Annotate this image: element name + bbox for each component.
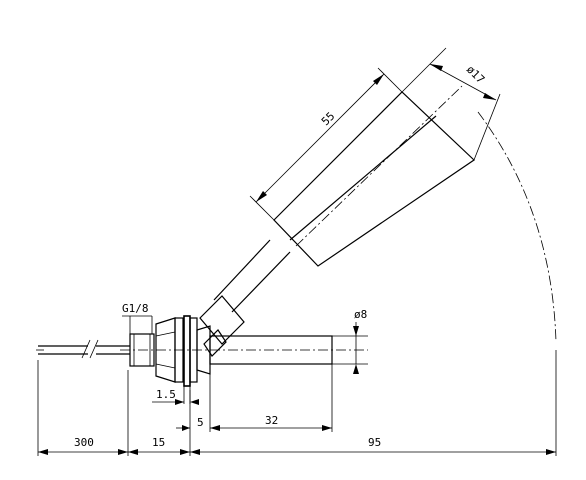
dim-nut-thickness [152,386,199,405]
dim-float-diameter-label: ø17 [464,63,487,86]
dim-nut-thickness-label: 1.5 [156,388,176,401]
float-cylinder [273,85,475,267]
dim-gap-label: 5 [197,416,204,429]
dim-pipe-length [176,364,333,432]
dim-float-diameter [401,47,501,161]
horizontal-pipe [120,335,368,365]
hex-fitting [155,315,211,387]
dim-pipe-diameter-label: ø8 [354,308,367,321]
cable [36,339,130,359]
dim-fitting-length-label: 15 [152,436,165,449]
dim-float-length-label: 55 [319,110,338,129]
dim-pipe-length-label: 32 [265,414,278,427]
rotation-arc [477,111,557,343]
dim-thread-label: G1/8 [122,302,149,315]
dim-thread [122,315,153,334]
elbow-joint [199,239,291,357]
dim-float-length [249,67,403,221]
dim-overall [37,350,557,456]
dim-cable-length-label: 300 [74,436,94,449]
dim-pipe-diameter [332,322,368,374]
dim-total-length-label: 95 [368,436,381,449]
